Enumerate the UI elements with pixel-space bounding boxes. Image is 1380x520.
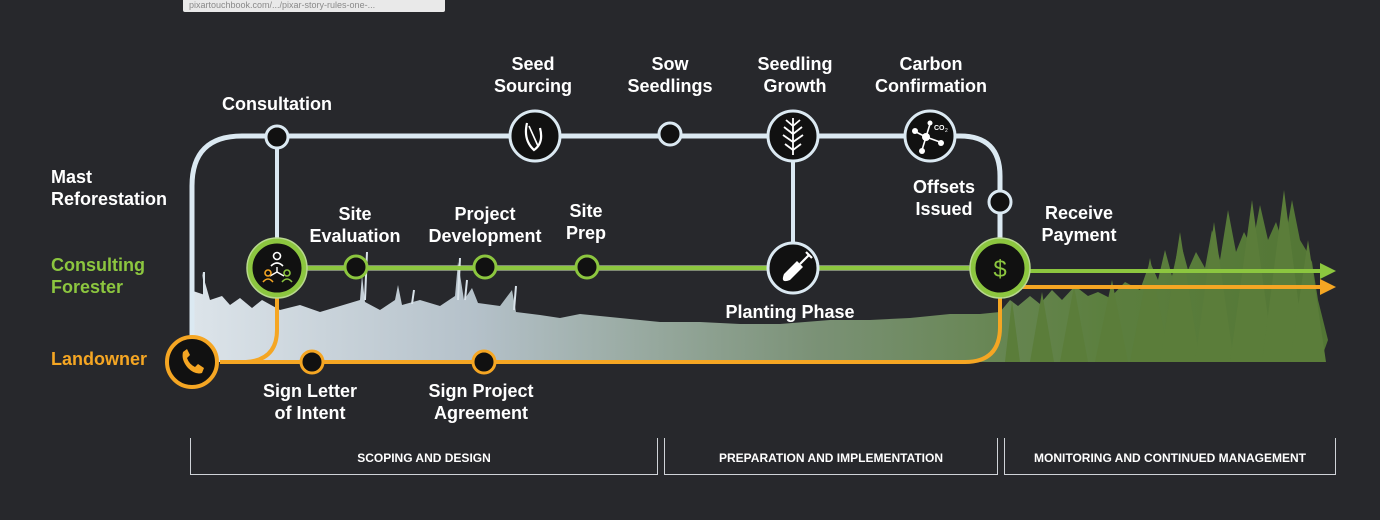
step-sow-seedlings: Sow Seedlings (627, 53, 712, 97)
phase-monitoring-label: MONITORING AND CONTINUED MANAGEMENT (1034, 451, 1306, 465)
site-evaluation-node[interactable] (345, 256, 367, 278)
shovel-icon[interactable] (768, 243, 818, 293)
co2-subscript: 2 (945, 128, 948, 134)
phase-scoping-and-design: SCOPING AND DESIGN (190, 438, 658, 475)
offsets-issued-node[interactable] (989, 191, 1011, 213)
phase-preparation-and-implementation: PREPARATION AND IMPLEMENTATION (664, 438, 998, 475)
step-seedling-growth: Seedling Growth (757, 53, 832, 97)
dollar-icon[interactable]: $ (970, 238, 1030, 298)
seed-icon[interactable] (510, 111, 560, 161)
consultation-node[interactable] (266, 126, 288, 148)
lane-label-mast: Mast Reforestation (51, 166, 167, 210)
step-offsets-issued: Offsets Issued (913, 176, 975, 220)
step-project-development: Project Development (428, 203, 541, 247)
step-consultation: Consultation (222, 93, 332, 115)
sow-seedlings-node[interactable] (659, 123, 681, 145)
dollar-sign: $ (993, 256, 1006, 283)
step-planting-phase: Planting Phase (725, 301, 854, 323)
step-receive-payment: Receive Payment (1041, 202, 1116, 246)
step-site-prep: Site Prep (566, 200, 606, 244)
project-development-node[interactable] (474, 256, 496, 278)
step-sign-letter: Sign Letter of Intent (263, 380, 357, 424)
co2-label: CO (934, 125, 945, 132)
forester-arrowhead (1320, 263, 1336, 279)
step-seed-sourcing: Seed Sourcing (494, 53, 572, 97)
people-network-icon[interactable] (247, 238, 307, 298)
seedling-icon[interactable] (768, 111, 818, 161)
step-site-evaluation: Site Evaluation (309, 203, 400, 247)
landowner-arrowhead (1320, 279, 1336, 295)
phase-preparation-label: PREPARATION AND IMPLEMENTATION (719, 451, 943, 465)
step-sign-agreement: Sign Project Agreement (428, 380, 533, 424)
phase-monitoring-and-management: MONITORING AND CONTINUED MANAGEMENT (1004, 438, 1336, 475)
co2-molecule-icon[interactable]: CO 2 (905, 111, 955, 161)
lane-label-landowner: Landowner (51, 348, 147, 370)
phase-scoping-label: SCOPING AND DESIGN (357, 451, 491, 465)
lane-label-forester: Consulting Forester (51, 254, 145, 298)
phone-icon[interactable] (167, 337, 217, 387)
step-carbon-confirmation: Carbon Confirmation (875, 53, 987, 97)
site-prep-node[interactable] (576, 256, 598, 278)
sign-agreement-node[interactable] (473, 351, 495, 373)
sign-letter-node[interactable] (301, 351, 323, 373)
